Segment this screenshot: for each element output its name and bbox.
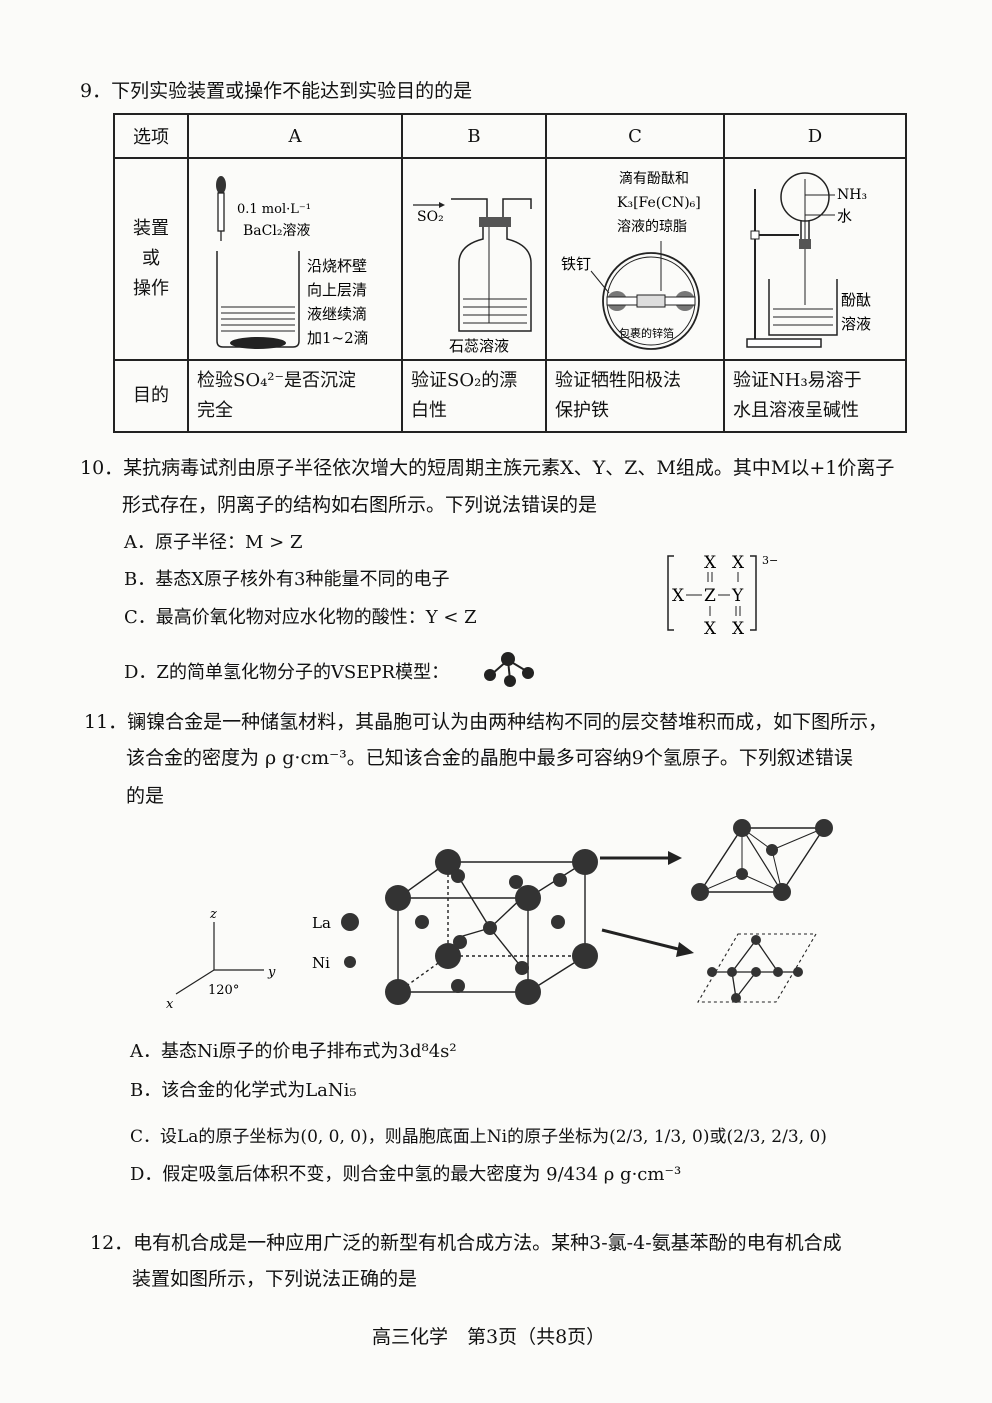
q10-option-c: C．最高价氧化物对应水化物的酸性：Y < Z — [124, 607, 477, 628]
purpose-d: 验证NH₃易溶于 水且溶液呈碱性 — [723, 359, 907, 433]
svg-text:Ni: Ni — [312, 954, 330, 972]
apparatus-row: 装置 或 操作 0.1 mol·L⁻¹ BaCl₂溶液 — [113, 157, 907, 361]
svg-text:x: x — [166, 997, 174, 1012]
header-c: C — [545, 113, 725, 159]
svg-text:液继续滴: 液继续滴 — [307, 305, 367, 323]
header-a: A — [187, 113, 403, 159]
svg-text:120°: 120° — [208, 983, 239, 998]
svg-text:NH₃: NH₃ — [837, 187, 867, 203]
svg-text:溶液的琼脂: 溶液的琼脂 — [617, 219, 687, 235]
a-bacl2-label: BaCl₂溶液 — [243, 223, 310, 239]
purpose-a: 检验SO₄²⁻是否沉淀 完全 — [187, 359, 403, 433]
q10-stem-line1: 10．某抗病毒试剂由原子半径依次增大的短周期主族元素X、Y、Z、M组成。其中M以… — [80, 457, 895, 479]
svg-text:溶液: 溶液 — [841, 315, 871, 333]
svg-text:X: X — [704, 553, 717, 573]
legend: La Ni — [312, 913, 359, 972]
q11-stem-line2: 该合金的密度为 ρ g·cm⁻³。已知该合金的晶胞中最多可容纳9个氢原子。下列叙… — [126, 747, 853, 769]
svg-text:z: z — [209, 907, 217, 922]
q11-stem-line3: 的是 — [126, 785, 165, 807]
svg-text:Y: Y — [731, 586, 744, 606]
q10-option-a: A．原子半径：M > Z — [124, 532, 303, 553]
svg-text:K₃[Fe(CN)₆]: K₃[Fe(CN)₆] — [617, 195, 701, 211]
svg-text:X: X — [732, 619, 745, 639]
flask-icon — [780, 172, 835, 305]
beaker-icon — [216, 251, 300, 349]
anion-charge: 3− — [762, 554, 778, 567]
top-layer-icon — [691, 819, 833, 901]
b-litmus-label: 石蕊溶液 — [449, 337, 509, 355]
vsepr-tetrahedral-icon — [484, 652, 534, 687]
svg-text:Z: Z — [704, 586, 716, 606]
beaker-icon — [768, 279, 838, 336]
header-d: D — [723, 113, 907, 159]
crystal-cell-figure: z y x 120° La Ni — [166, 819, 833, 1012]
svg-text:滴有酚酞和: 滴有酚酞和 — [619, 170, 689, 187]
q11-option-c: C．设La的原子坐标为(0, 0, 0)，则晶胞底面上Ni的原子坐标为(2/3,… — [130, 1127, 827, 1147]
header-b: B — [401, 113, 547, 159]
svg-text:酚酞: 酚酞 — [841, 291, 871, 309]
purpose-c: 验证牺牲阳极法 保护铁 — [545, 359, 725, 433]
b-so2-label: SO₂ — [417, 209, 444, 225]
arrow-icon — [600, 851, 694, 957]
table-header-row: 选项 A B C D — [113, 113, 907, 159]
q9-table: 选项 A B C D 装置 或 操作 0.1 mol·L⁻¹ BaCl₂溶液 — [113, 113, 907, 433]
petri-dish-figure: 滴有酚酞和 K₃[Fe(CN)₆] 溶液的琼脂 铁钉 包裹的锌箔 — [561, 170, 701, 350]
svg-text:铁钉: 铁钉 — [561, 255, 591, 273]
q10-option-b: B．基态X原子核外有3种能量不同的电子 — [124, 569, 450, 590]
apparatus-d: NH₃ 水 酚酞 溶液 — [723, 157, 907, 361]
svg-text:包裹的锌箔: 包裹的锌箔 — [619, 326, 674, 340]
q12-stem-line1: 12．电有机合成是一种应用广泛的新型有机合成方法。某种3-氯-4-氨基苯酚的电有… — [90, 1232, 842, 1254]
purpose-b: 验证SO₂的漂 白性 — [401, 359, 547, 433]
dish-icon — [590, 241, 700, 350]
apparatus-c: 滴有酚酞和 K₃[Fe(CN)₆] 溶液的琼脂 铁钉 包裹的锌箔 — [545, 157, 725, 361]
q10-option-d: D．Z的简单氢化物分子的VSEPR模型： — [124, 662, 450, 683]
q12-stem-line2: 装置如图所示，下列说法正确的是 — [132, 1268, 418, 1290]
unit-cell-icon — [397, 861, 586, 993]
svg-text:加1~2滴: 加1~2滴 — [307, 329, 369, 347]
q11-option-a: A．基态Ni原子的价电子排布式为3d⁸4s² — [130, 1041, 457, 1062]
anion-structure-diagram: 3− X X X Z Y X X — [667, 553, 778, 639]
atoms — [385, 849, 598, 1005]
apparatus-a: 0.1 mol·L⁻¹ BaCl₂溶液 沿烧杯壁 向上层清 液继续滴 加1~2滴 — [187, 157, 403, 361]
stand-icon — [746, 189, 822, 348]
bottle-icon — [451, 198, 532, 332]
svg-text:y: y — [267, 965, 276, 980]
bottom-layer-icon — [697, 933, 817, 1003]
q11-option-b: B．该合金的化学式为LaNi₅ — [130, 1080, 357, 1101]
svg-text:向上层清: 向上层清 — [307, 281, 367, 299]
purpose-row: 目的 检验SO₄²⁻是否沉淀 完全 验证SO₂的漂 白性 验证牺牲阳极法 保护铁… — [113, 359, 907, 433]
page-footer: 高三化学 第3页（共8页） — [372, 1326, 606, 1348]
beaker-dropper-figure: 0.1 mol·L⁻¹ BaCl₂溶液 沿烧杯壁 向上层清 液继续滴 加1~2滴 — [216, 176, 369, 349]
q10-stem-line2: 形式存在，阴离子的结构如右图所示。下列说法错误的是 — [122, 494, 598, 516]
svg-text:X: X — [672, 586, 685, 606]
header-option: 选项 — [113, 113, 189, 159]
svg-text:X: X — [704, 619, 717, 639]
svg-text:La: La — [312, 914, 331, 932]
svg-text:水: 水 — [837, 207, 852, 225]
gas-wash-bottle-figure: SO₂ 石蕊溶液 — [413, 198, 532, 355]
svg-text:X: X — [732, 553, 745, 573]
q11-stem-line1: 11．镧镍合金是一种储氢材料，其晶胞可认为由两种结构不同的层交替堆积而成，如下图… — [84, 711, 888, 733]
q9-stem: 9．下列实验装置或操作不能达到实验目的的是 — [80, 80, 473, 102]
a-conc-label: 0.1 mol·L⁻¹ — [237, 202, 311, 217]
apparatus-row-label: 装置 或 操作 — [113, 157, 189, 361]
dropper-icon — [216, 176, 226, 241]
apparatus-b: SO₂ 石蕊溶液 — [401, 157, 547, 361]
svg-text:沿烧杯壁: 沿烧杯壁 — [307, 257, 367, 275]
purpose-row-label: 目的 — [113, 359, 189, 433]
fountain-figure: NH₃ 水 酚酞 溶液 — [746, 172, 871, 348]
axis-icon: z y x 120° — [166, 907, 276, 1012]
q11-option-d: D．假定吸氢后体积不变，则合金中氢的最大密度为 9/434 ρ g·cm⁻³ — [130, 1164, 682, 1185]
